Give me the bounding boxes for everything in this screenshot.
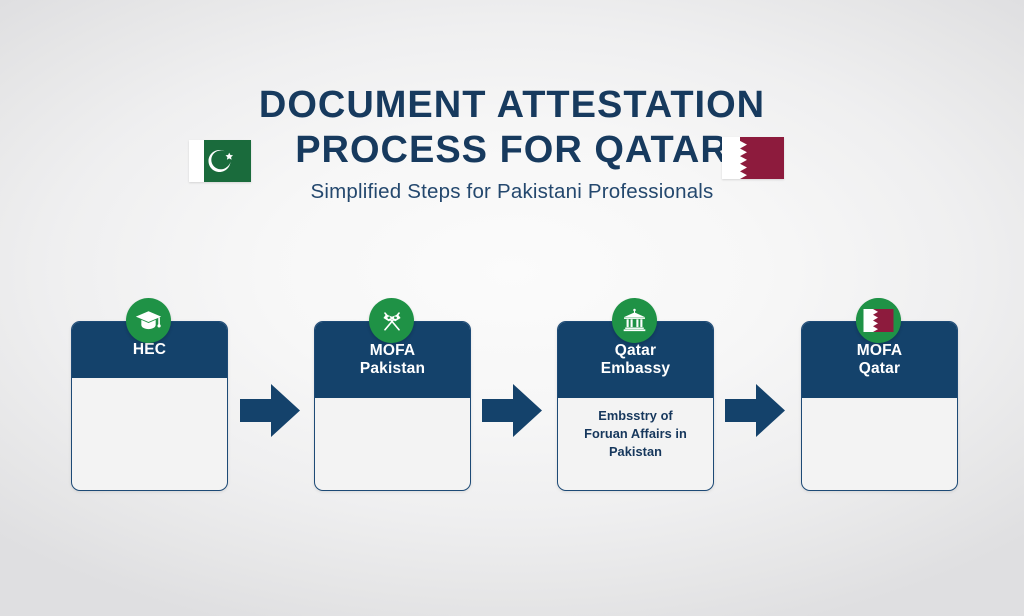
step-box-mofa-pakistan: MOFA Pakistan	[314, 320, 471, 491]
step-title-hec: HEC	[72, 321, 227, 378]
page-subtitle: Simplified Steps for Pakistani Professio…	[310, 180, 714, 203]
arrow-step-2-to-3	[482, 383, 542, 438]
step-title-line-2: Qatar	[858, 359, 901, 377]
step-body-line-3: Pakistan	[608, 443, 663, 459]
step-title-line-1: MOFA	[856, 341, 903, 359]
arrow-step-1-to-2	[240, 383, 300, 438]
bank-building-icon	[612, 298, 657, 343]
qatar-flag-icon	[722, 137, 784, 179]
page-title-line-1: DOCUMENT ATTESTATION	[258, 84, 766, 126]
qatar-flag-icon	[856, 298, 901, 343]
step-body-line-1: Embsstry of	[598, 407, 673, 423]
page-title-line-2: PROCESS FOR QATAR	[295, 129, 729, 171]
step-body-qatar-embassy: Embsstry of Foruan Affairs in Pakistan	[558, 397, 713, 461]
step-box-mofa-qatar: MOFA Qatar	[801, 320, 958, 491]
step-box-qatar-embassy: Qatar Embassy Embsstry of Foruan Affairs…	[557, 320, 714, 491]
step-box-hec: HEC	[71, 320, 228, 491]
step-body-line-2: Foruan Affairs in	[584, 425, 687, 441]
graduation-cap-icon	[126, 298, 171, 343]
step-title-line-1: Qatar	[614, 341, 657, 359]
header: DOCUMENT ATTESTATION PROCESS FOR QATAR S…	[0, 86, 1024, 204]
arrow-step-3-to-4	[725, 383, 785, 438]
step-title-line-2: Embassy	[600, 359, 671, 377]
crossed-flags-icon	[369, 298, 414, 343]
step-title-line-1: MOFA	[369, 341, 416, 359]
pakistan-flag-icon	[189, 140, 251, 182]
step-title-line-2: Pakistan	[359, 359, 426, 377]
